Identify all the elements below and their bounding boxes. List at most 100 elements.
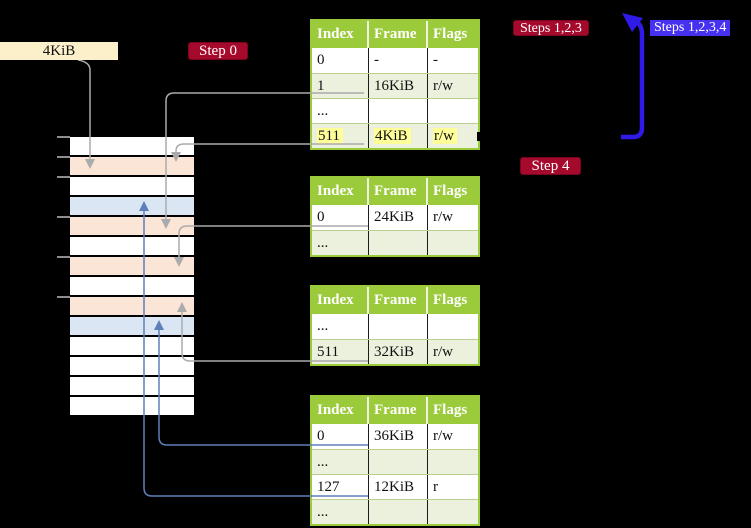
table-row: ... [312,314,478,339]
table-row: 0 - - [312,48,478,73]
table-row-highlighted: 511 4KiB r/w [312,123,478,148]
memory-frame-row [70,277,194,297]
cell-frame [369,450,428,474]
cell-frame: - [369,48,428,73]
cell-index: 511 [312,340,369,364]
cell-frame: 32KiB [369,340,428,364]
pointer-l4-entry1 [165,92,364,221]
page-table-level3: Index Frame Flags 0 24KiB r/w ... [310,176,480,257]
column-header-flags: Flags [433,292,468,308]
cell-flags: r/w [433,344,453,360]
highlighted-value: 511 [317,128,343,144]
arrowhead-down-icon [174,257,184,267]
cell-flags: - [433,52,438,68]
column-header-flags: Flags [433,402,468,418]
arrowhead-down-icon [161,219,171,229]
column-header-frame: Frame [369,287,428,314]
table-row: ... [312,230,478,255]
column-header-index: Index [312,287,369,314]
table-row: ... [312,98,478,123]
cursor-mark [477,132,481,141]
pointer-l4-entry511 [175,143,364,154]
table-header-row: Index Frame Flags [312,21,478,48]
physical-memory-column [68,135,196,417]
table-header-row: Index Frame Flags [312,397,478,424]
cell-flags: r [433,479,438,495]
table-row: ... [312,449,478,474]
cell-frame [369,99,428,123]
cell-frame: 16KiB [369,74,428,98]
column-header-frame: Frame [369,178,428,205]
pointer-l1-entry0 [158,328,368,446]
memory-frame-row [70,137,194,157]
page-size-label: 4KiB [0,42,118,60]
memory-ticks [57,136,70,298]
arrowhead-up-icon [177,302,187,312]
arrowhead-down-icon [85,159,95,169]
steps1234-badge: Steps 1,2,3,4 [650,20,731,36]
step4-badge: Step 4 [520,157,581,175]
cell-index: 127 [312,475,369,499]
cell-frame [369,500,428,524]
cell-frame [369,314,428,339]
pointer-l3-entry0 [178,225,368,259]
memory-frame-row [70,397,194,415]
table-row: 127 12KiB r [312,474,478,499]
table-row: ... [312,499,478,524]
table-row: 511 32KiB r/w [312,339,478,364]
cell-frame: 12KiB [369,475,428,499]
arrowhead-up-icon [139,201,149,211]
cell-index: ... [312,314,369,339]
cell-index: 1 [312,74,369,98]
cell-index: ... [312,500,369,524]
loop-back-arrowhead-icon [622,13,643,32]
pointer-4kib-label [77,59,91,161]
cell-index: 0 [312,48,369,73]
cell-flags: r/w [433,428,453,444]
highlighted-value: 4KiB [374,128,411,144]
steps123-badge: Steps 1,2,3 [513,20,589,36]
memory-frame-row [70,177,194,197]
cell-index: 511 [312,124,369,148]
table-header-row: Index Frame Flags [312,287,478,314]
memory-frame-row [70,157,194,177]
cell-index: ... [312,231,369,255]
column-header-index: Index [312,178,369,205]
memory-frame-row [70,197,194,217]
memory-frame-row [70,257,194,277]
cell-flags: r/w [433,78,453,94]
cell-frame: 4KiB [369,124,428,148]
column-header-flags: Flags [433,183,468,199]
memory-frame-row [70,357,194,377]
column-header-index: Index [312,397,369,424]
column-header-flags: Flags [433,26,468,42]
cell-frame: 36KiB [369,424,428,449]
pointer-l2-entry511 [181,310,368,362]
table-row: 0 24KiB r/w [312,205,478,230]
page-table-level4: Index Frame Flags 0 - - 1 16KiB r/w ... … [310,19,480,150]
column-header-frame: Frame [369,397,428,424]
loop-back-arrow [621,20,645,140]
table-row: 1 16KiB r/w [312,73,478,98]
step0-badge: Step 0 [188,42,248,60]
page-table-level2: Index Frame Flags ... 511 32KiB r/w [310,285,480,366]
cell-index: 0 [312,424,369,449]
cell-flags: r/w [428,124,478,148]
highlighted-value: r/w [433,128,457,144]
cell-index: ... [312,99,369,123]
column-header-frame: Frame [369,21,428,48]
memory-frame-row [70,337,194,357]
cell-frame [369,231,428,255]
memory-frame-row [70,237,194,257]
memory-frame-row [70,377,194,397]
column-header-index: Index [312,21,369,48]
arrowhead-up-icon [154,320,164,330]
page-table-level1: Index Frame Flags 0 36KiB r/w ... 127 12… [310,395,480,526]
table-header-row: Index Frame Flags [312,178,478,205]
cell-index: 0 [312,205,369,230]
arrowhead-down-icon [171,152,181,162]
cell-frame: 24KiB [369,205,428,230]
pointer-l1-entry127 [143,209,368,497]
